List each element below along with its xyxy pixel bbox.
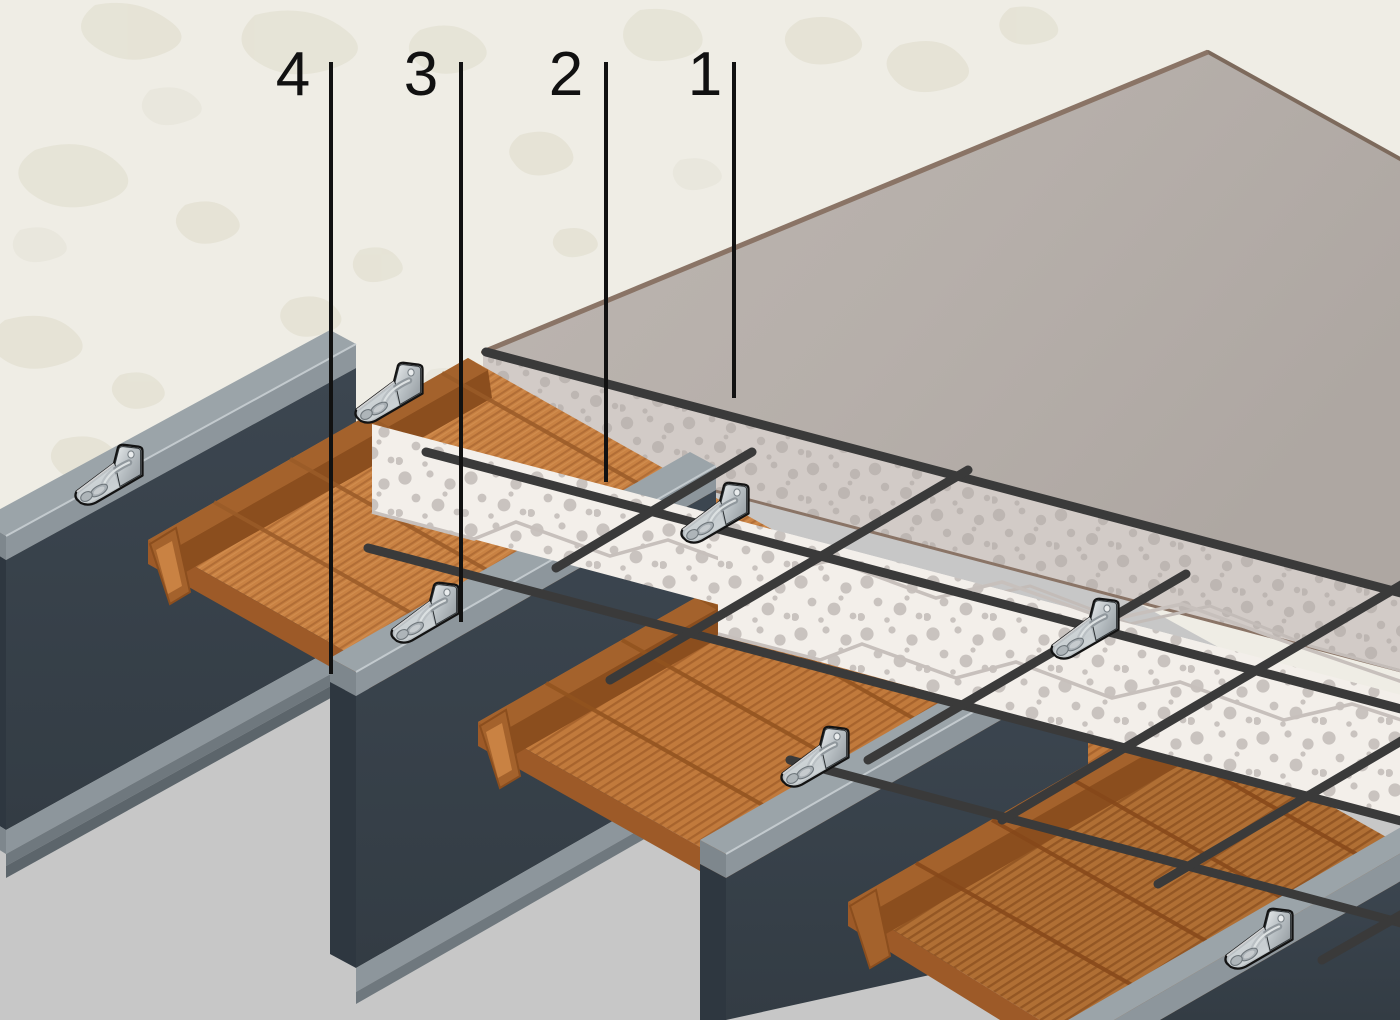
callout-2: 2 [549, 40, 608, 482]
concrete-soffit-infill-strip-B2 [717, 546, 1400, 821]
callout-3: 3 [404, 40, 463, 622]
callout-1-label: 1 [688, 40, 722, 109]
callout-4: 4 [276, 40, 333, 674]
steel-i-beam-1 [0, 330, 357, 878]
callout-layer: 1 2 3 4 [276, 40, 736, 674]
reinforcement-mesh [363, 347, 1400, 965]
callout-3-label: 3 [404, 40, 438, 109]
concrete-slab-top [481, 49, 1400, 593]
callout-4-label: 4 [276, 40, 310, 109]
callout-2-label: 2 [549, 40, 583, 109]
callout-1: 1 [688, 40, 736, 398]
